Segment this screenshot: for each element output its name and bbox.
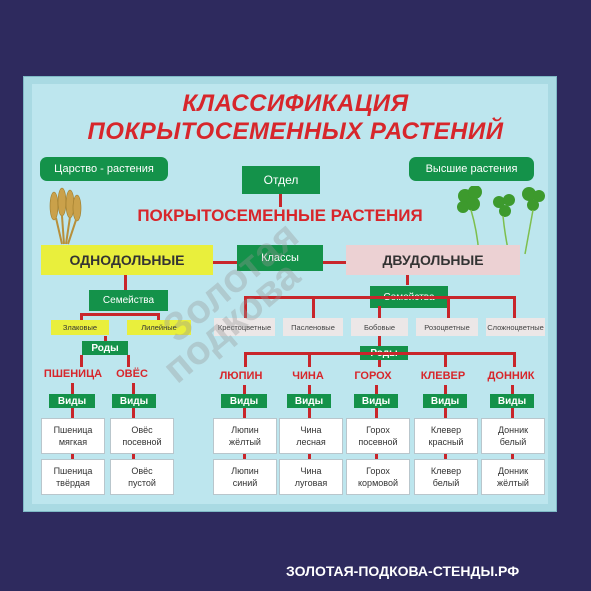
- genus-melilot: ДОННИК: [487, 370, 535, 382]
- mono-families-label: Семейства: [89, 290, 168, 311]
- connector-line: [244, 352, 516, 355]
- family-lilies: Лилейные: [127, 320, 191, 335]
- connector-line: [104, 336, 107, 342]
- title-line-1: КЛАССИФИКАЦИЯ: [182, 90, 409, 117]
- kingdom-label: Царство - растения: [40, 157, 168, 181]
- monocots-box: ОДНОДОЛЬНЫЕ: [41, 245, 213, 275]
- connector-line: [378, 336, 381, 346]
- family-asteraceae: Сложноцветные: [486, 318, 545, 336]
- wheat-icon: [49, 187, 82, 245]
- connector-line: [378, 360, 381, 367]
- connector-line: [127, 355, 130, 367]
- connector-line: [447, 296, 450, 318]
- family-rosaceae: Розоцветные: [416, 318, 478, 336]
- connector-line: [279, 194, 282, 207]
- connector-line: [80, 313, 160, 316]
- species-label-oat: Виды: [112, 394, 156, 408]
- species-label-lupin: Виды: [221, 394, 267, 408]
- connector-line: [513, 296, 516, 318]
- connector-line: [80, 313, 83, 321]
- species-label-pea: Виды: [354, 394, 398, 408]
- division-label: Отдел: [242, 166, 320, 194]
- connector-line: [444, 352, 447, 367]
- genus-clover: КЛЕВЕР: [420, 370, 466, 382]
- genus-lupin: ЛЮПИН: [219, 370, 263, 382]
- species-label-clover: Виды: [423, 394, 467, 408]
- family-solanaceae: Пасленовые: [283, 318, 343, 336]
- dicots-box: ДВУДОЛЬНЫЕ: [346, 245, 520, 275]
- connector-line: [244, 296, 516, 299]
- connector-line: [312, 296, 315, 318]
- family-cruciferae: Крестоцветные: [214, 318, 275, 336]
- species-label-wheat: Виды: [49, 394, 95, 408]
- species-label-melilot: Виды: [490, 394, 534, 408]
- connector-line: [80, 355, 83, 367]
- connector-line: [244, 352, 247, 367]
- genus-pea: ГОРОХ: [354, 370, 392, 382]
- mono-genera-label: Роды: [82, 341, 128, 355]
- division-name: ПОКРЫТОСЕМЕННЫЕ РАСТЕНИЯ: [137, 206, 423, 225]
- higher-plants-label: Высшие растения: [409, 157, 534, 181]
- connector-line: [406, 275, 409, 285]
- genus-oat: ОВЁС: [116, 368, 148, 380]
- connector-line: [378, 306, 381, 318]
- connector-line: [157, 313, 160, 321]
- connector-line: [308, 352, 311, 367]
- genus-lathyrus: ЧИНА: [292, 370, 324, 382]
- connector-line: [244, 296, 247, 318]
- genus-wheat: ПШЕНИЦА: [43, 368, 103, 380]
- family-cereals: Злаковые: [51, 320, 109, 335]
- connector-line: [513, 352, 516, 367]
- title-line-2: ПОКРЫТОСЕМЕННЫХ РАСТЕНИЙ: [87, 118, 504, 145]
- species-label-lathyrus: Виды: [287, 394, 331, 408]
- classes-label: Классы: [237, 245, 323, 271]
- footer-site: ЗОЛОТАЯ-ПОДКОВА-СТЕНДЫ.РФ: [286, 563, 520, 579]
- family-fabaceae: Бобовые: [351, 318, 408, 336]
- connector-line: [124, 275, 127, 290]
